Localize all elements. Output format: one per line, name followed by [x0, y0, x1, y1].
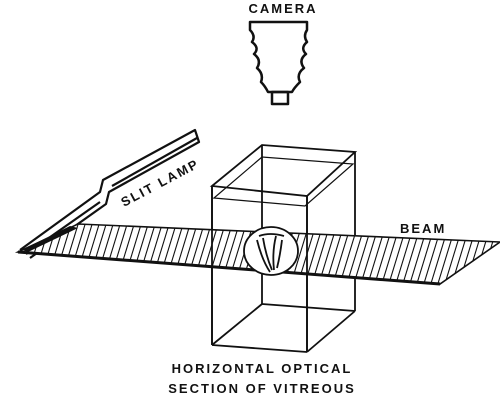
- beam-label: BEAM: [400, 221, 446, 236]
- camera-label: CAMERA: [248, 1, 317, 16]
- caption-line-2: SECTION OF VITREOUS: [168, 381, 356, 396]
- beam-hatch-line: [0, 218, 17, 290]
- beam-hatch-line: [484, 224, 500, 284]
- caption-line-1: HORIZONTAL OPTICAL: [172, 361, 353, 376]
- camera-icon: [248, 20, 309, 106]
- vitreous-section: [243, 226, 299, 276]
- vitreous-box-front: [211, 186, 308, 352]
- beam-hatch-line: [491, 224, 500, 284]
- beam-hatch-line: [18, 224, 25, 284]
- beam-hatch-line: [0, 218, 10, 290]
